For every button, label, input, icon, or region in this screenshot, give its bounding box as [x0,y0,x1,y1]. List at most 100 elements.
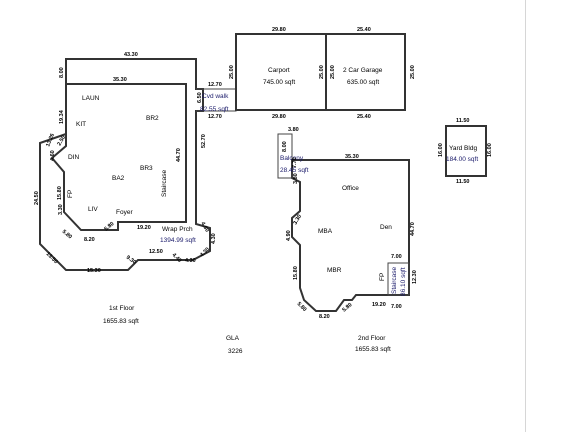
dim-label: 3.80 [288,127,299,133]
dim-label: 25.00 [229,65,235,79]
room-label-yard-bldg: Yard Bldg [449,145,477,152]
carport-garage-outline [235,33,406,111]
dim-label: 3.30 [293,214,304,226]
dim-label: 12.70 [208,82,222,88]
dim-label: 9.30 [125,255,137,266]
dim-label: 8.00 [282,141,288,152]
room-label-wrap-prch: Wrap Prch [162,226,193,233]
dim-label: 8.00 [59,67,65,78]
yard-building-outline [445,125,487,177]
dim-label: 35.30 [113,77,127,83]
summary-first-floor-title: 1st Floor [109,305,135,312]
dim-label: 25.40 [357,27,371,33]
room-label-laun: LAUN [82,95,100,102]
dim-label: 5.80 [103,221,115,232]
dim-label: 5.80 [296,301,308,313]
dim-label: 2.50 [57,135,68,147]
dim-label: 12.30 [412,270,418,284]
dim-label: 4.30 [211,233,217,244]
room-area-staircase-2: 86.10 sqft [400,267,407,296]
dim-label: 19.20 [137,225,151,231]
room-label-staircase-2: Staircase [391,267,398,294]
dim-label: 4.60 [199,221,210,233]
summary-gla-title: GLA [226,335,240,342]
dim-label: 29.80 [272,27,286,33]
dim-label: 16.00 [487,143,493,157]
room-label-garage: 2 Car Garage [343,67,383,74]
dim-label: 11.50 [456,118,469,124]
room-label-kit: KIT [76,121,86,128]
dim-label: 11.50 [456,179,469,185]
room-label-din: DIN [68,154,80,161]
dim-label: 52.70 [201,134,207,148]
dim-label: 3.80 [293,173,299,184]
summary-second-floor-title: 2nd Floor [358,335,386,342]
room-label-balcony: Balcony [280,155,304,162]
dim-label: 25.40 [357,114,371,120]
dim-label: 4.90 [286,230,292,241]
room-label-liv: LIV [88,206,98,213]
room-area-balcony: 28.45 sqft [280,167,309,174]
dim-label: 19.20 [372,302,386,308]
dim-label: 5.80 [341,302,353,313]
dim-label: 25.00 [330,65,336,79]
dim-label: 7.70 [292,157,298,168]
dim-label: 16.00 [438,143,444,157]
room-label-ba2: BA2 [112,175,125,182]
second-floor-outline [291,159,410,312]
dim-label: 8.20 [84,237,95,243]
dim-label: 13.50 [45,251,59,265]
dim-label: 19.34 [59,109,65,124]
dim-label: 24.50 [34,191,40,205]
page-edge [525,0,526,432]
dim-label: 15.30 [87,268,101,274]
dim-label: 44.70 [410,222,416,236]
room-label-fp-1: FP [67,190,74,198]
room-label-den: Den [380,224,392,231]
dim-label: 7.00 [391,254,402,260]
dim-label: 29.80 [272,114,286,120]
summary-first-floor-area: 1655.83 sqft [103,318,139,325]
dim-label: 6.50 [197,92,203,103]
dim-label: 4.30 [185,258,196,264]
room-label-cvd-walk: Cvd walk [202,93,229,100]
dim-label: 15.80 [293,266,299,280]
room-area-garage: 635.00 sqft [347,79,379,86]
dim-label: 44.70 [176,148,182,162]
dim-label: 15.80 [57,186,63,200]
summary-second-floor-area: 1655.83 sqft [355,346,391,353]
dim-label: 12.50 [149,249,163,255]
dim-label: 13.26 [45,133,56,148]
dim-label: 3.30 [58,204,64,215]
dim-label: 43.30 [124,52,138,58]
room-area-wrap-prch: 1394.99 sqft [160,237,196,244]
dim-label: 25.00 [319,65,325,79]
staircase-2-outline [387,262,410,296]
room-label-carport: Carport [268,67,290,74]
room-label-office: Office [342,185,359,192]
dim-label: 35.30 [345,154,359,160]
room-label-mbr: MBR [327,267,342,274]
dim-label: 4.30 [199,247,211,259]
room-label-staircase-1: Staircase [161,170,168,197]
dim-label: 25.00 [410,65,416,79]
summary-gla-value: 3226 [228,348,243,355]
dim-label: 4.60 [50,150,56,161]
room-area-yard-bldg: 184.00 sqft [446,156,478,163]
dim-label: 4.40 [171,252,183,264]
room-label-br3: BR3 [140,165,153,172]
first-floor-rooms-outline [50,83,187,231]
balcony-outline [277,133,293,179]
dim-label: 8.20 [319,314,330,320]
dim-label: 12.70 [208,114,222,120]
room-label-br2: BR2 [146,115,159,122]
dim-label: 5.80 [61,229,73,240]
room-label-fp-2: FP [379,273,386,281]
dim-label: 7.00 [391,304,402,310]
room-label-foyer: Foyer [116,209,133,216]
room-area-carport: 745.00 sqft [263,79,295,86]
room-label-mba: MBA [318,228,333,235]
room-area-cvd-walk: 82.55 sqft [200,106,229,113]
